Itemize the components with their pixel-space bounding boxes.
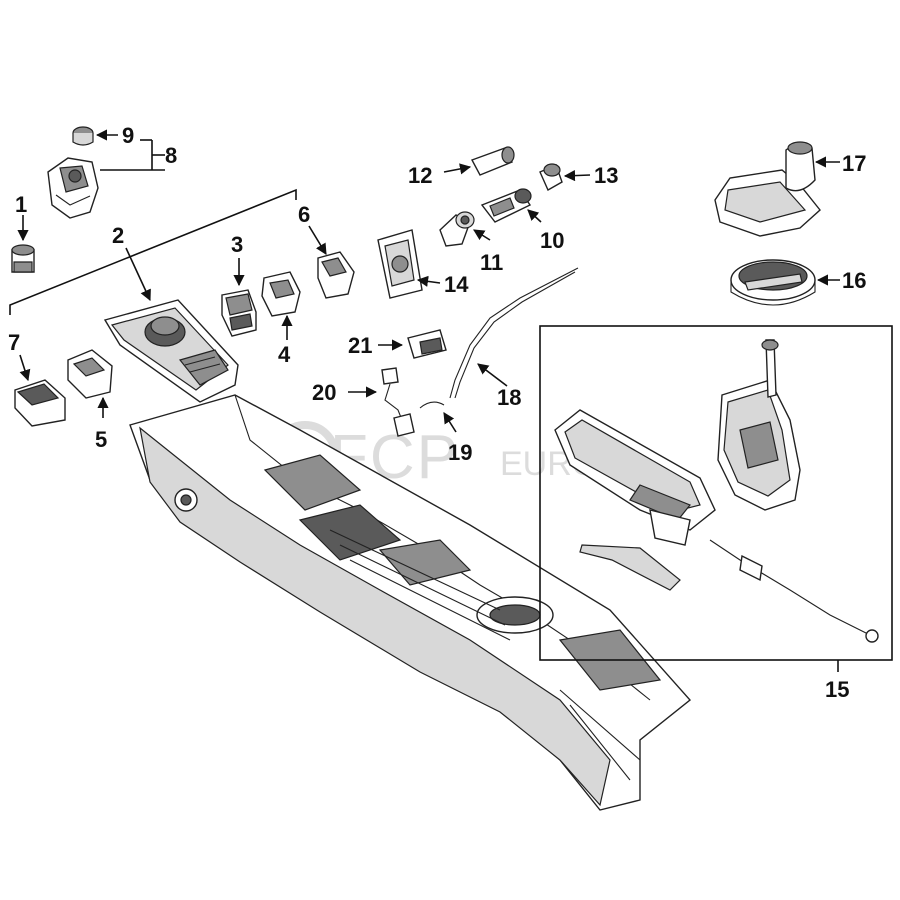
part-3: 3 [221, 232, 257, 337]
callout-2: 2 [112, 223, 124, 248]
callout-21: 21 [348, 333, 372, 358]
part-5: 5 [67, 349, 113, 452]
callout-10: 10 [540, 228, 564, 253]
callout-4: 4 [278, 342, 291, 367]
callout-9: 9 [122, 123, 134, 148]
callout-12: 12 [408, 163, 432, 188]
center-console [129, 394, 692, 811]
callout-13: 13 [594, 163, 618, 188]
callout-16: 16 [842, 268, 866, 293]
part-4: 4 [261, 271, 301, 367]
part-11: 11 [439, 211, 503, 275]
callout-17: 17 [842, 151, 866, 176]
part-1: 1 [11, 192, 35, 273]
callout-7: 7 [8, 330, 20, 355]
callout-19: 19 [448, 440, 472, 465]
part-6: 6 [298, 202, 355, 299]
part-19: 19 [419, 401, 472, 465]
part-18: 18 [449, 267, 579, 410]
part-8: 8 [47, 139, 177, 219]
part-7: 7 [8, 330, 66, 427]
callout-6: 6 [298, 202, 310, 227]
callout-1: 1 [15, 192, 27, 217]
part-17: 17 [714, 141, 866, 237]
part-16: 16 [730, 259, 866, 306]
callout-15: 15 [825, 677, 849, 702]
callout-11: 11 [480, 250, 503, 275]
callout-18: 18 [497, 385, 521, 410]
callout-8: 8 [165, 143, 177, 168]
callout-20: 20 [312, 380, 336, 405]
callout-14: 14 [444, 272, 469, 297]
callout-3: 3 [231, 232, 243, 257]
part-12: 12 [408, 146, 515, 188]
part-15-box: 15 [539, 325, 893, 702]
part-9: 9 [72, 123, 134, 148]
part-20: 20 [312, 367, 415, 437]
part-2: 2 [103, 223, 239, 403]
part-14: 14 [377, 229, 469, 299]
part-10: 10 [480, 188, 564, 253]
callout-5: 5 [95, 427, 107, 452]
bracket-group [9, 188, 297, 315]
part-21: 21 [348, 329, 447, 359]
part-13: 13 [539, 163, 618, 191]
